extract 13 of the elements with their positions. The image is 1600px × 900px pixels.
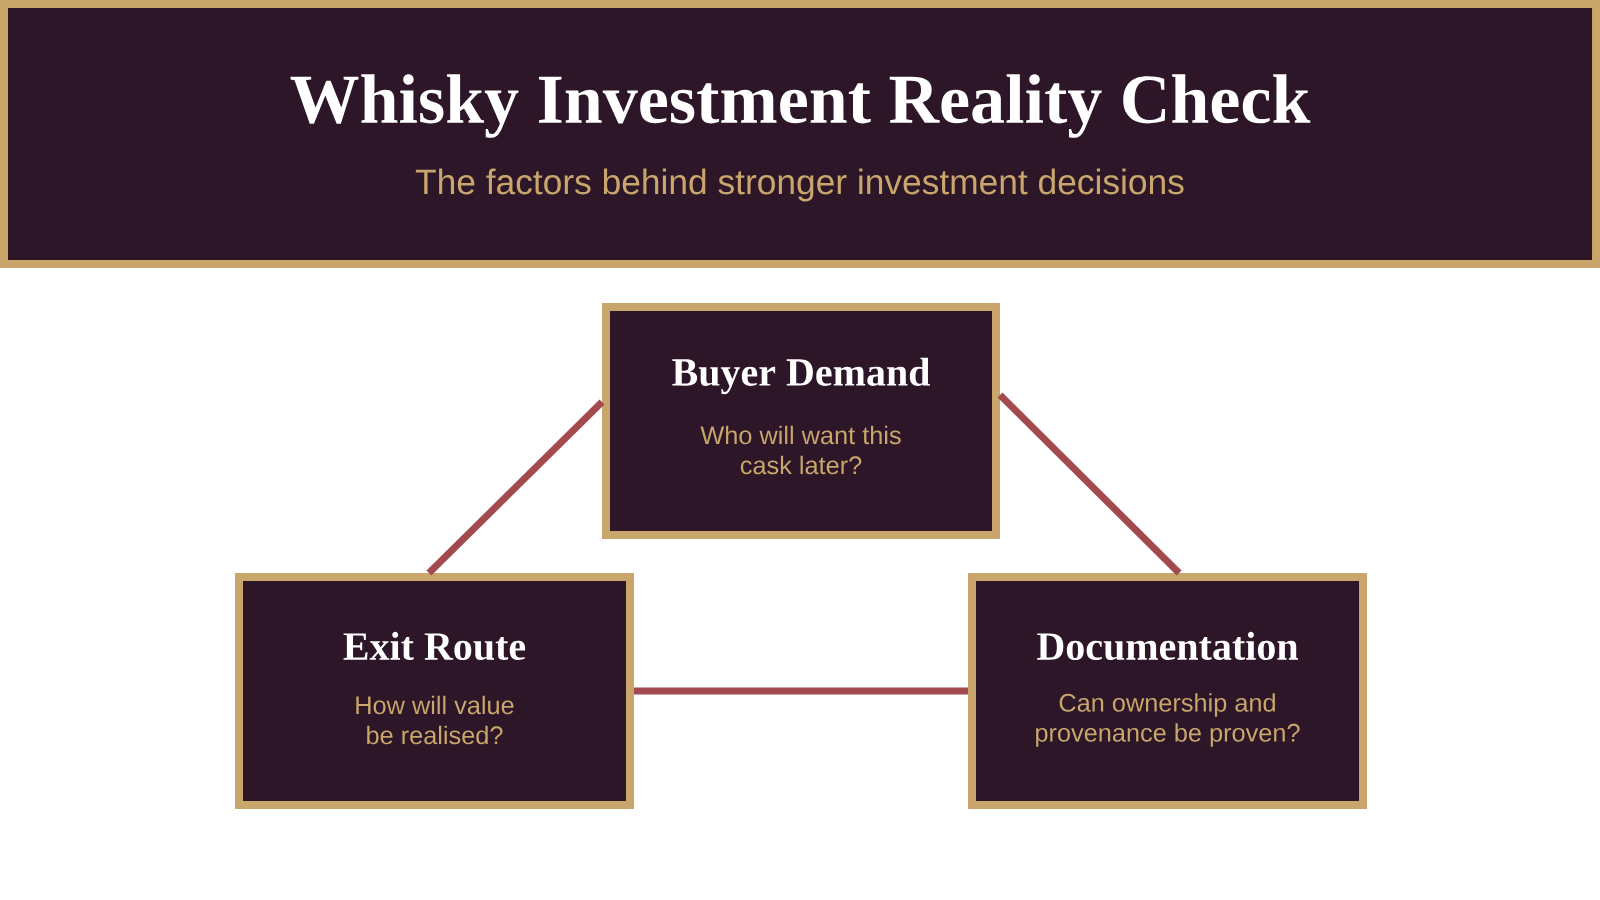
- connector-line: [997, 392, 1182, 576]
- subtitle: The factors behind stronger investment decisions: [415, 168, 1184, 202]
- box-text: Who will want this cask later?: [700, 425, 901, 475]
- factor-box: [602, 303, 1000, 539]
- factor-box: [235, 573, 634, 809]
- title: Whisky Investment Reality Check: [290, 74, 1311, 138]
- box-heading: Exit Route: [343, 631, 526, 661]
- box-heading: Buyer Demand: [672, 357, 930, 395]
- connector-line: [426, 399, 605, 576]
- box-text: How will value be realised?: [356, 695, 514, 745]
- box-heading: Documentation: [1037, 631, 1298, 661]
- box-text: Can ownership and provenance be proven?: [1036, 693, 1300, 747]
- factor-box: [968, 573, 1367, 809]
